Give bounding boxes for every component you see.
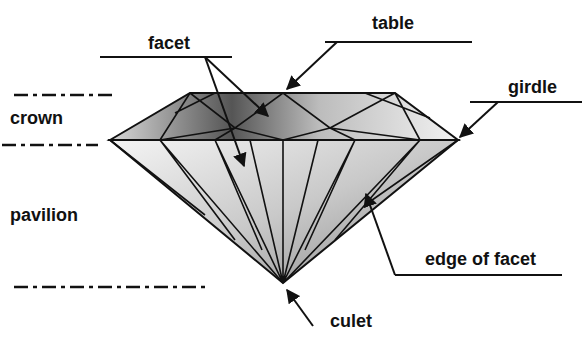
part-label: girdle (508, 78, 557, 98)
part-label: culet (330, 312, 372, 332)
part-label: edge of facet (425, 250, 536, 270)
section-label: crown (10, 109, 63, 129)
section-label: pavilion (10, 206, 78, 226)
part-label: table (372, 14, 414, 34)
part-label: facet (148, 34, 190, 54)
